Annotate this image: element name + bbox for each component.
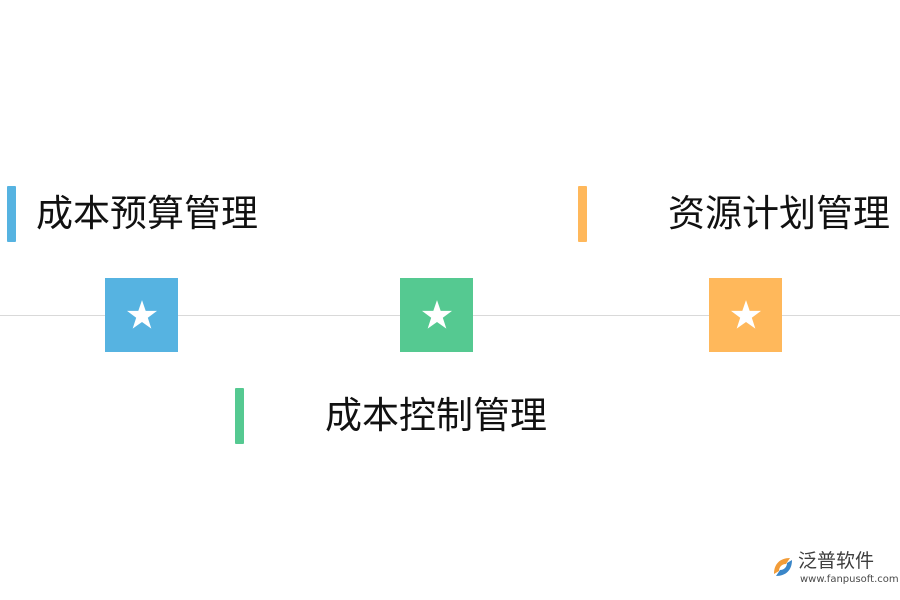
star-icon xyxy=(421,300,452,329)
logo-watermark: 泛普软件 www.fanpusoft.com xyxy=(770,548,899,588)
logo-name: 泛普软件 xyxy=(798,550,875,572)
accent-bar-control xyxy=(235,388,244,444)
star-icon xyxy=(126,300,157,329)
accent-bar-budget xyxy=(7,186,16,242)
label-control: 成本控制管理 xyxy=(325,394,547,437)
marker-control xyxy=(400,278,473,352)
label-budget: 成本预算管理 xyxy=(36,192,258,235)
label-resource: 资源计划管理 xyxy=(668,192,890,235)
marker-resource xyxy=(709,278,782,352)
logo-mark-icon xyxy=(774,558,792,576)
logo-url: www.fanpusoft.com xyxy=(800,574,899,585)
star-icon xyxy=(730,300,761,329)
accent-bar-resource xyxy=(578,186,587,242)
marker-budget xyxy=(105,278,178,352)
